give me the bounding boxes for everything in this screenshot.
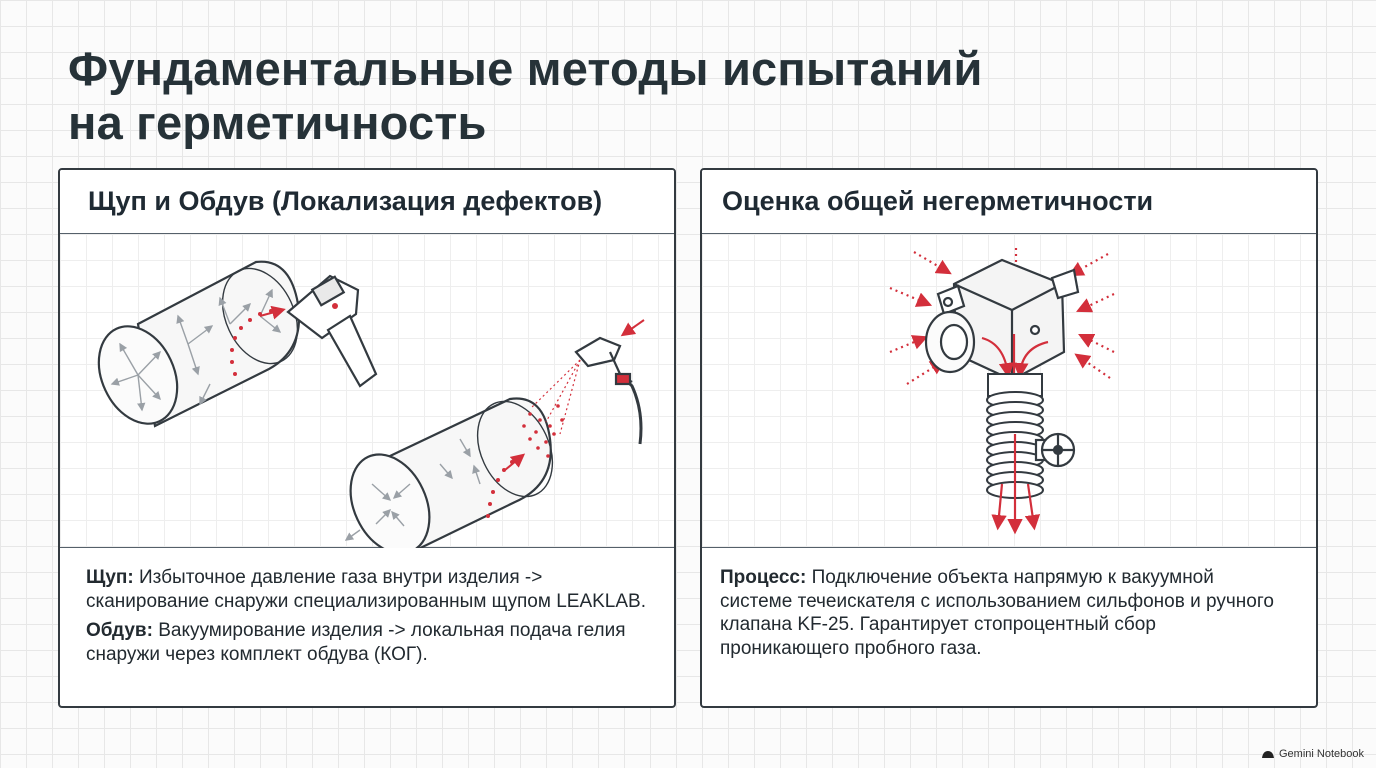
sniffer-blowing-panel: Щуп и Обдув (Локализация дефектов): [58, 168, 676, 708]
test-object-valve-icon: [924, 258, 1080, 382]
pressurized-cylinder-icon: [97, 260, 301, 428]
integral-leak-illustration: [702, 234, 1316, 548]
integral-leak-drawing: [889, 248, 1115, 535]
footer-brand-label: Gemini Notebook: [1279, 748, 1364, 760]
sniffer-blowing-description: Щуп: Избыточное давление газа внутри изд…: [60, 548, 674, 666]
process-label: Процесс:: [720, 567, 807, 588]
integral-leak-heading: Оценка общей негерметичности: [702, 170, 1316, 234]
blowing-label: Обдув:: [86, 620, 153, 641]
sniffer-description: Избыточное давление газа внутри изделия …: [86, 567, 646, 612]
gemini-notebook-icon: [1262, 751, 1274, 758]
integral-leak-panel: Оценка общей негерметичности: [700, 168, 1318, 708]
blowing-method-text: Обдув: Вакуумирование изделия -> локальн…: [86, 619, 648, 666]
sniffer-method-text: Щуп: Избыточное давление газа внутри изд…: [86, 566, 648, 613]
sniffer-blowing-heading: Щуп и Обдув (Локализация дефектов): [60, 170, 674, 234]
process-description: Подключение объекта напрямую к вакуумной…: [720, 567, 1274, 659]
title-line-1: Фундаментальные методы испытаний: [68, 42, 983, 95]
evacuated-cylinder-icon: [349, 397, 554, 548]
kf25-manual-valve-icon: [1034, 432, 1076, 468]
title-line-2: на герметичность: [68, 96, 487, 149]
sniffer-blowing-drawing: [97, 260, 645, 548]
sniffer-blowing-illustration: [60, 234, 674, 548]
page-title: Фундаментальные методы испытаний на герм…: [68, 42, 983, 150]
sniffer-label: Щуп:: [86, 567, 134, 588]
footer-brand: Gemini Notebook: [1261, 748, 1364, 760]
integral-leak-description: Процесс: Подключение объекта напрямую к …: [702, 548, 1316, 660]
sniffer-probe-icon: [286, 274, 378, 388]
process-text: Процесс: Подключение объекта напрямую к …: [720, 566, 1290, 660]
blowing-description: Вакуумирование изделия -> локальная пода…: [86, 620, 626, 665]
blow-gun-icon: [574, 336, 643, 445]
